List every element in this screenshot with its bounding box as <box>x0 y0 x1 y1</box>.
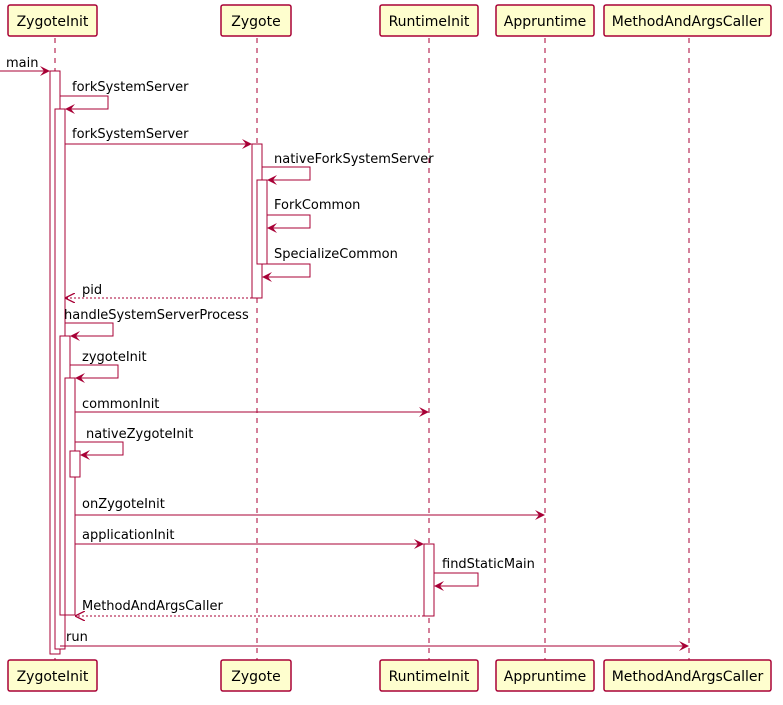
message-onzygoteinit: onZygoteInit <box>75 497 545 520</box>
participant-runtimeinit[interactable]: RuntimeInit <box>379 4 479 37</box>
message-arrow <box>60 95 109 114</box>
participant-zygote-bottom[interactable]: Zygote <box>220 659 292 692</box>
messages: main forkSystemServer forkSystemServer n… <box>0 56 689 651</box>
message-handlesystemserverprocess: handleSystemServerProcess <box>64 308 249 341</box>
activation-runtimeinit-applicationinit <box>423 543 435 617</box>
participant-zygote[interactable]: Zygote <box>220 4 292 37</box>
participant-label: MethodAndArgsCaller <box>612 669 764 685</box>
participant-label: ZygoteInit <box>17 14 89 30</box>
participant-label: RuntimeInit <box>389 669 470 685</box>
message-label: nativeZygoteInit <box>86 427 193 442</box>
participant-methodandargscaller[interactable]: MethodAndArgsCaller <box>603 4 772 37</box>
message-zygoteinit-self: zygoteInit <box>70 350 147 383</box>
message-arrow <box>70 364 119 383</box>
message-arrow <box>262 263 311 282</box>
message-label: ForkCommon <box>274 198 360 213</box>
message-findstaticmain: findStaticMain <box>434 557 535 591</box>
participant-label: Appruntime <box>504 14 586 30</box>
activation-bars <box>49 70 435 655</box>
message-label: applicationInit <box>82 528 175 543</box>
participants-bottom: ZygoteInit Zygote RuntimeInit Appruntime… <box>7 659 772 692</box>
message-forkcommon: ForkCommon <box>267 198 360 233</box>
participant-label: RuntimeInit <box>389 14 470 30</box>
activation-zygoteinit-nativezygoteinit <box>69 450 81 478</box>
message-label: pid <box>82 283 102 298</box>
message-arrow <box>267 214 311 233</box>
message-applicationinit: applicationInit <box>75 528 424 549</box>
message-label: main <box>6 56 38 71</box>
message-label: MethodAndArgsCaller <box>82 599 223 614</box>
participant-label: MethodAndArgsCaller <box>612 14 764 30</box>
message-arrow <box>65 322 114 341</box>
message-label: run <box>66 630 88 645</box>
participant-label: ZygoteInit <box>17 669 89 685</box>
message-label: forkSystemServer <box>72 127 189 142</box>
participant-zygoteinit-bottom[interactable]: ZygoteInit <box>7 659 98 692</box>
message-forksystemserver-self: forkSystemServer <box>60 80 189 114</box>
activation-zygoteinit-zygoteinit <box>64 377 76 616</box>
participant-appruntime-bottom[interactable]: Appruntime <box>495 659 595 692</box>
message-main: main <box>0 56 50 76</box>
message-forksystemserver-call: forkSystemServer <box>65 127 252 149</box>
participants-top: ZygoteInit Zygote RuntimeInit Appruntime… <box>7 4 772 37</box>
message-arrow <box>75 441 124 460</box>
message-label: nativeForkSystemServer <box>274 152 434 167</box>
message-label: findStaticMain <box>442 557 535 572</box>
message-pid-return: pid <box>66 283 252 298</box>
message-label: SpecializeCommon <box>274 247 398 262</box>
participant-zygoteinit[interactable]: ZygoteInit <box>7 4 98 37</box>
message-label: commonInit <box>82 397 159 412</box>
message-label: zygoteInit <box>82 350 147 365</box>
message-label: forkSystemServer <box>72 80 189 95</box>
participant-label: Appruntime <box>504 669 586 685</box>
message-label: handleSystemServerProcess <box>64 308 249 323</box>
message-commoninit: commonInit <box>75 397 429 417</box>
participant-appruntime[interactable]: Appruntime <box>495 4 595 37</box>
participant-label: Zygote <box>231 669 280 685</box>
message-label: onZygoteInit <box>82 497 165 512</box>
message-methodandargscaller-return: MethodAndArgsCaller <box>76 599 424 616</box>
participant-label: Zygote <box>231 14 280 30</box>
participant-methodandargscaller-bottom[interactable]: MethodAndArgsCaller <box>603 659 772 692</box>
message-arrow <box>262 166 311 185</box>
message-nativeforksystemserver: nativeForkSystemServer <box>262 152 434 185</box>
message-run: run <box>60 630 689 651</box>
message-specializecommon: SpecializeCommon <box>262 247 398 282</box>
message-nativezygoteinit: nativeZygoteInit <box>75 427 193 460</box>
activation-zygote-nativeforksystemserver <box>256 179 268 265</box>
participant-runtimeinit-bottom[interactable]: RuntimeInit <box>379 659 479 692</box>
message-arrow <box>434 572 479 591</box>
